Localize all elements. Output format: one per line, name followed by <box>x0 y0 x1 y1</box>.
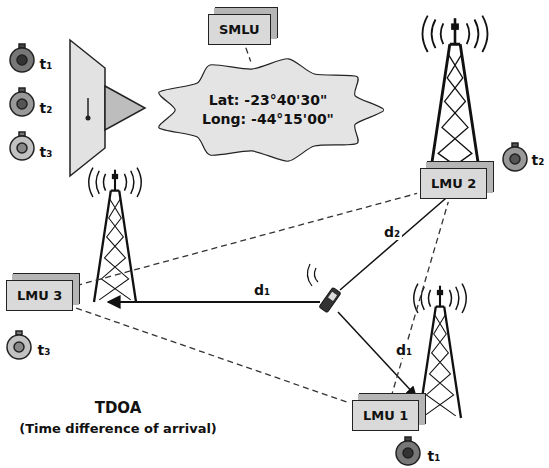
distance-label: d₂ <box>382 224 402 240</box>
diagram-title: TDOA <box>95 399 142 417</box>
distance-label: d₁ <box>252 282 272 298</box>
distance-label: d₁ <box>394 342 414 358</box>
location-cloud: Lat: -23°40'30"Long: -44°15'00" <box>152 58 384 162</box>
time-label: t₃ <box>40 144 53 160</box>
node-text: Lat: -23°40'30" <box>209 91 327 110</box>
node-text: LMU 3 <box>17 288 62 303</box>
lmu-box: LMU 2 <box>420 168 487 199</box>
diagram-caption: (Time difference of arrival) <box>19 421 217 436</box>
lmu-box: LMU 3 <box>6 280 73 311</box>
dashed-link <box>246 48 251 62</box>
time-label: t₁ <box>40 56 53 72</box>
dashed-link <box>76 193 417 285</box>
node-text: SMLU <box>219 22 260 37</box>
server-box: SMLU <box>208 14 271 45</box>
dashed-link <box>76 308 349 403</box>
time-label: t₂ <box>532 152 545 168</box>
node-text: Long: -44°15'00" <box>202 110 334 129</box>
lmu-box: LMU 1 <box>352 400 419 431</box>
node-text: LMU 2 <box>431 176 476 191</box>
time-label: t₁ <box>428 448 441 464</box>
node-text: LMU 1 <box>363 408 408 423</box>
time-label: t₃ <box>38 342 51 358</box>
cloud-outline <box>152 58 384 162</box>
time-label: t₂ <box>40 100 53 116</box>
